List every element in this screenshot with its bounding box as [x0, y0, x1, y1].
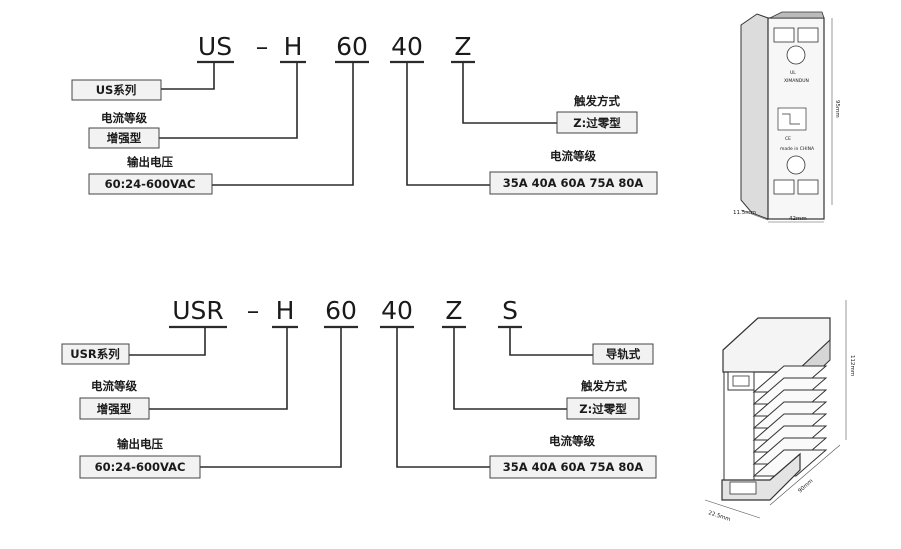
top-trigger-text: Z:过零型: [573, 116, 621, 130]
bottom-mount-box: [592, 343, 654, 365]
top-output-voltage-label: 输出电压: [127, 155, 173, 169]
bottom-current-level-text: 增强型: [97, 402, 132, 416]
bottom-connector-trigger: [453, 328, 567, 410]
bottom-series-text: USR系列: [70, 347, 119, 361]
top-output-voltage-box: [88, 173, 213, 195]
top-code-z: Z: [454, 32, 471, 61]
bottom-code-40: 40: [381, 296, 413, 325]
bottom-trigger-text: Z:过零型: [579, 402, 627, 416]
top-code-diagram: US – H 60 40 Z US系列 电流等级 增强型 输出电压 60:24-…: [71, 32, 658, 195]
bottom-code-diagram: USR – H 60 40 Z S USR系列 电流等级 增强型 输出电压 60…: [61, 296, 657, 479]
top-code-us: US: [198, 32, 232, 61]
top-series-box: [71, 79, 162, 101]
bottom-code-z: Z: [445, 296, 462, 325]
bottom-connector-voltage: [200, 328, 342, 468]
top-connector-level: [159, 63, 298, 139]
bottom-connector-series: [129, 328, 206, 356]
top-product-ul: UL: [790, 70, 796, 76]
top-code-60: 60: [336, 32, 368, 61]
top-dim-depth: 11.5mm: [733, 210, 756, 216]
top-rated-current-label: 电流等级: [550, 149, 596, 163]
bottom-current-level-box: [79, 397, 150, 420]
bottom-code-s: S: [502, 296, 518, 325]
bottom-trigger-label: 触发方式: [580, 379, 627, 393]
top-code-dash: –: [256, 32, 269, 61]
bottom-series-box: [61, 343, 130, 365]
bottom-connector-current: [396, 328, 490, 468]
top-connector-trigger: [462, 63, 557, 124]
bottom-connector-level: [149, 328, 288, 410]
bottom-dim-depth: 90mm: [797, 478, 814, 494]
bottom-connector-mount: [509, 328, 593, 356]
top-connector-series: [161, 63, 215, 90]
bottom-mount-text: 导轨式: [606, 347, 641, 361]
bottom-code-60: 60: [325, 296, 357, 325]
bottom-dim-width: 22.5mm: [707, 510, 731, 523]
bottom-current-level-label: 电流等级: [91, 379, 137, 393]
top-product-brand: XIMANDUN: [784, 78, 809, 84]
top-code-40: 40: [391, 32, 423, 61]
top-trigger-label: 触发方式: [573, 94, 620, 108]
bottom-output-voltage-label: 输出电压: [117, 437, 163, 451]
top-current-level-label: 电流等级: [101, 111, 147, 125]
top-connector-voltage: [212, 63, 354, 186]
bottom-output-voltage-text: 60:24-600VAC: [95, 460, 186, 474]
bottom-output-voltage-box: [79, 455, 201, 479]
bottom-rated-current-box: [489, 455, 657, 479]
bottom-code-h: H: [276, 296, 295, 325]
bottom-product-drawing: 112mm 90mm 22.5mm: [704, 300, 855, 523]
top-connector-current: [406, 63, 490, 186]
top-trigger-box: [556, 111, 638, 134]
top-product-made-in: made in CHINA: [780, 146, 815, 152]
top-rated-current-text: 35A 40A 60A 75A 80A: [503, 176, 644, 190]
bottom-dim-height: 112mm: [849, 355, 855, 376]
top-dim-height: 95mm: [834, 100, 840, 118]
top-rated-current-box: [489, 171, 658, 195]
bottom-rated-current-label: 电流等级: [549, 434, 595, 448]
top-series-text: US系列: [96, 83, 137, 97]
top-dim-width: 42mm: [789, 216, 807, 222]
top-product-drawing: UL XIMANDUN CE made in CHINA 95mm 42mm 1…: [733, 11, 840, 223]
bottom-rated-current-text: 35A 40A 60A 75A 80A: [503, 460, 644, 474]
top-current-level-box: [88, 127, 160, 149]
bottom-trigger-box: [566, 397, 640, 420]
top-code-h: H: [284, 32, 303, 61]
bottom-code-usr: USR: [172, 296, 224, 325]
top-output-voltage-text: 60:24-600VAC: [105, 177, 196, 191]
top-product-ce: CE: [785, 136, 791, 142]
top-current-level-text: 增强型: [107, 131, 142, 145]
bottom-code-dash: –: [247, 296, 260, 325]
